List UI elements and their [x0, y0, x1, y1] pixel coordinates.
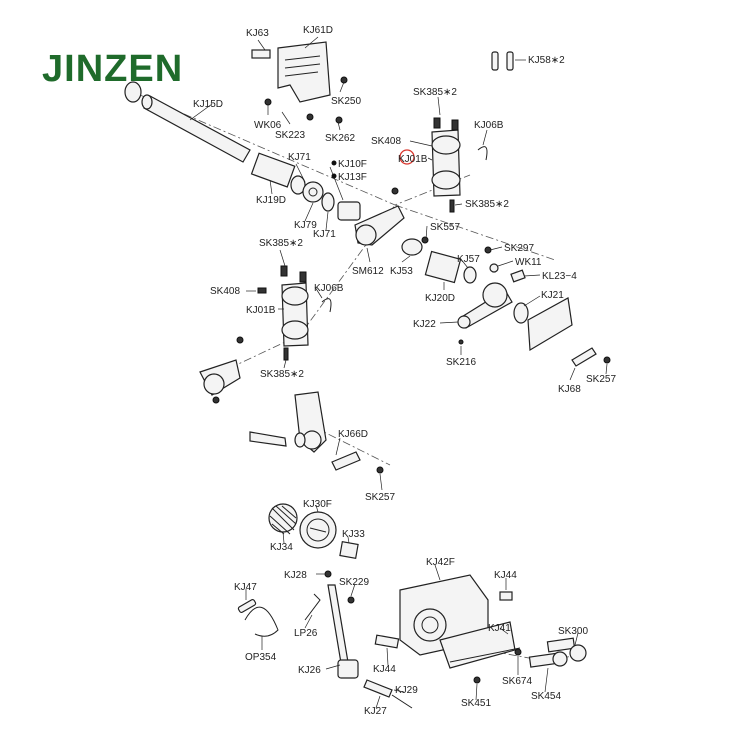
label-sk257-b: SK257: [365, 492, 395, 503]
label-kj66d: KJ66D: [338, 429, 368, 440]
bullet-kj13f: [331, 173, 337, 179]
label-kj79: KJ79: [294, 220, 317, 231]
label-kj47: KJ47: [234, 582, 257, 593]
lower-crank: [199, 336, 244, 404]
label-sk262: SK262: [325, 133, 355, 144]
label-kj33: KJ33: [342, 529, 365, 540]
label-kj42f: KJ42F: [426, 557, 455, 568]
brand-logo: JINZEN: [42, 48, 184, 90]
label-kj68: KJ68: [558, 384, 581, 395]
label-kj58: KJ58∗2: [528, 55, 565, 66]
label-kj26: KJ26: [298, 665, 321, 676]
label-wk06: WK06: [254, 120, 282, 131]
label-sk408-top: SK408: [371, 136, 401, 147]
label-op354: OP354: [245, 652, 277, 663]
kj58-pins: [491, 51, 514, 71]
label-kj15d: KJ15D: [193, 99, 223, 110]
label-kj71-b: KJ71: [313, 229, 336, 240]
label-kj20d: KJ20D: [425, 293, 455, 304]
lower-arm: [249, 391, 384, 474]
kj61d-bracket: [251, 41, 348, 124]
label-sk385-top: SK385∗2: [413, 87, 457, 98]
label-sk674: SK674: [502, 676, 532, 687]
label-sk297: SK297: [504, 243, 534, 254]
label-sk557: SK557: [430, 222, 460, 233]
center-line-right: [394, 204, 556, 261]
label-sk451: SK451: [461, 698, 491, 709]
label-kj61d: KJ61D: [303, 25, 333, 36]
kj42f-housing: [374, 574, 522, 684]
label-kj44-b: KJ44: [373, 664, 396, 675]
kj15d-shaft: [124, 81, 361, 221]
label-kj29: KJ29: [395, 685, 418, 696]
label-kj06b-top: KJ06B: [474, 120, 504, 131]
kj68-clip: [571, 347, 611, 367]
label-sk216: SK216: [446, 357, 476, 368]
label-kj10f: KJ10F: [338, 159, 367, 170]
label-kj22: KJ22: [413, 319, 436, 330]
label-kl23: KL23−4: [542, 271, 577, 282]
label-sk300: SK300: [558, 626, 588, 637]
label-sk229: SK229: [339, 577, 369, 588]
label-sm612: SM612: [352, 266, 384, 277]
selection-highlight: [399, 149, 415, 165]
label-sk257-a: SK257: [586, 374, 616, 385]
label-kj13f: KJ13F: [338, 172, 367, 183]
bullet-kj10f: [331, 160, 337, 166]
label-sk454: SK454: [531, 691, 561, 702]
label-sk408-mid: SK408: [210, 286, 240, 297]
kj26-rod: [324, 570, 359, 679]
label-kj28: KJ28: [284, 570, 307, 581]
label-sk385-top2: SK385∗2: [465, 199, 509, 210]
kj53-collar: [401, 236, 429, 256]
label-kj01b-mid: KJ01B: [246, 305, 276, 316]
lp26-spring: [304, 593, 321, 621]
kj01b-middle-clamp: [257, 265, 332, 361]
label-kj57: KJ57: [457, 254, 480, 265]
label-kj34: KJ34: [270, 542, 293, 553]
label-sk223: SK223: [275, 130, 305, 141]
label-lp26: LP26: [294, 628, 318, 639]
sm612-crank: [354, 187, 405, 246]
label-kj27: KJ27: [364, 706, 387, 717]
kj34-filter: [268, 503, 298, 535]
kj01b-upper-clamp: [431, 117, 488, 213]
label-kj21: KJ21: [541, 290, 564, 301]
label-kj53: KJ53: [390, 266, 413, 277]
label-kj01b-top: KJ01B: [398, 154, 428, 165]
leader-lines: [189, 36, 608, 709]
label-kj30f: KJ30F: [303, 499, 332, 510]
label-kj41: KJ41: [488, 623, 511, 634]
label-kj44-a: KJ44: [494, 570, 517, 581]
label-kj19d: KJ19D: [256, 195, 286, 206]
kj47-pin: [237, 599, 257, 613]
kj33-plate: [339, 541, 359, 559]
label-sk385-mid: SK385∗2: [259, 238, 303, 249]
label-kj71-a: KJ71: [288, 152, 311, 163]
op354-spring: [244, 606, 279, 637]
kj20d-sleeve: [424, 246, 526, 284]
sk300-screw: [546, 637, 587, 662]
label-kj63: KJ63: [246, 28, 269, 39]
label-sk385-mid2: SK385∗2: [260, 369, 304, 380]
sk454-screw: [528, 651, 568, 668]
label-kj06b-mid: KJ06B: [314, 283, 344, 294]
kj27-pin: [363, 679, 413, 709]
kj22-lever: [457, 282, 573, 352]
label-wk11: WK11: [515, 257, 542, 268]
label-sk250: SK250: [331, 96, 361, 107]
kj30f-knob: [299, 511, 337, 549]
